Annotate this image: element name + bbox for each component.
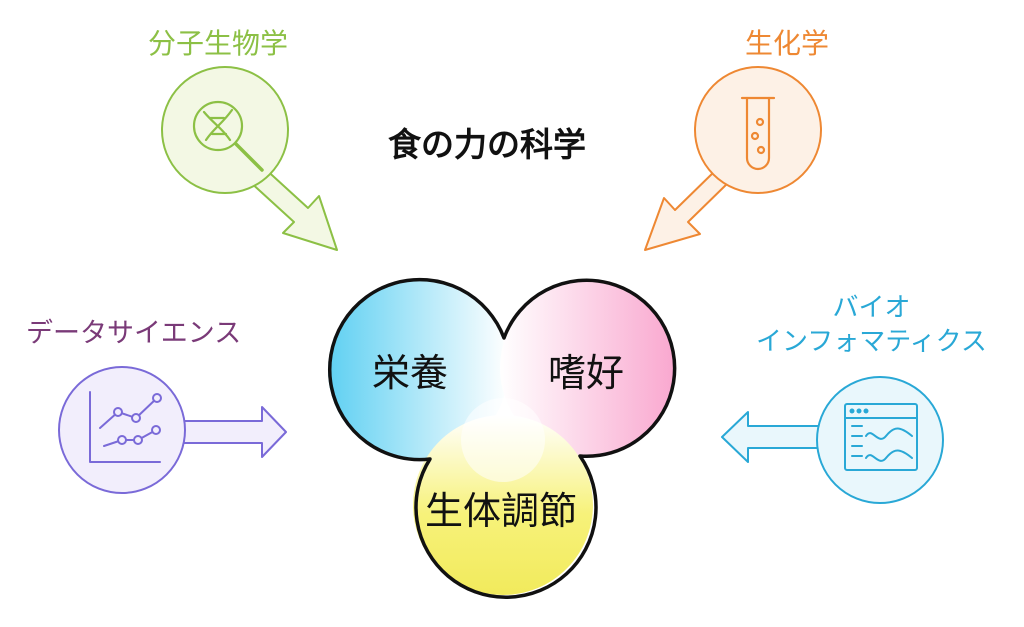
bioinformatics-label-line2: インフォマティクス <box>756 326 987 357</box>
nutrition-label: 栄養 <box>372 351 449 395</box>
waveform-window-icon <box>844 403 918 471</box>
biochemistry-badge <box>644 66 822 251</box>
nutrition-circle <box>328 280 508 460</box>
dna-magnifier-icon <box>192 100 264 172</box>
bioinformatics-label-line1: バイオ <box>832 293 911 323</box>
preference-circle <box>500 280 676 456</box>
data-science-badge <box>58 366 287 494</box>
preference-label: 嗜好 <box>548 351 625 395</box>
molecular-biology-label: 分子生物学 <box>148 27 289 60</box>
venn-fills <box>328 280 676 595</box>
bioinformatics-circle <box>816 376 944 504</box>
molecular-biology-badge <box>161 66 338 251</box>
biochemistry-circle <box>694 66 822 194</box>
line-chart-icon <box>89 391 162 463</box>
bioinformatics-badge <box>721 376 944 504</box>
biochemistry-label: 生化学 <box>745 27 830 60</box>
regulation-circle <box>413 415 593 595</box>
biochemistry-arrow <box>644 167 732 251</box>
regulation-label: 生体調節 <box>425 489 578 533</box>
data-science-arrow <box>174 406 287 458</box>
bioinformatics-label: バイオ インフォマティクス <box>756 292 987 360</box>
bioinformatics-arrow <box>721 411 821 463</box>
venn-outline <box>327 277 677 599</box>
data-science-label: データサイエンス <box>26 318 242 349</box>
molecular-biology-circle <box>161 66 289 194</box>
test-tube-icon <box>740 96 776 171</box>
center-glow <box>461 398 545 482</box>
page-title: 食の力の科学 <box>388 125 586 164</box>
data-science-circle <box>58 366 186 494</box>
molecular-biology-arrow <box>247 165 338 251</box>
